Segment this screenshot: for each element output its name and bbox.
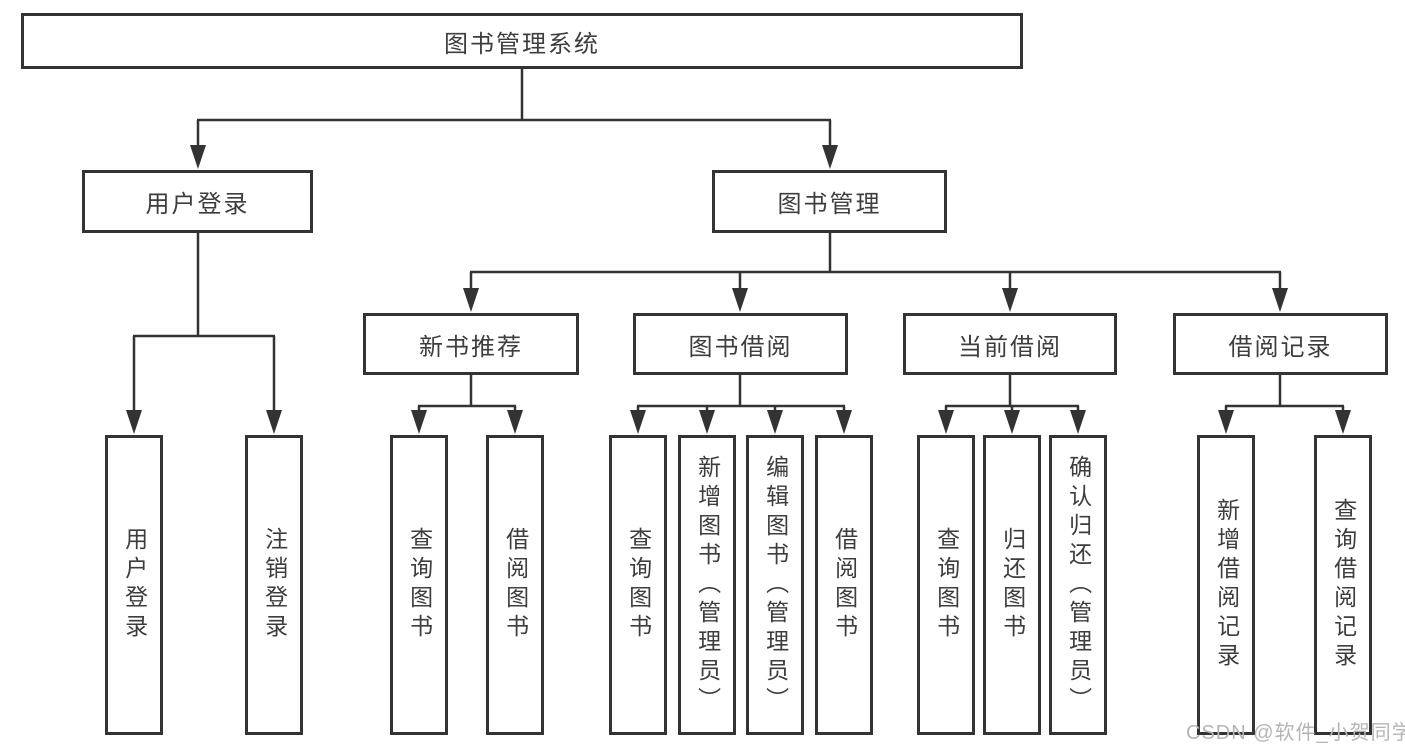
leaf-borrowing-edit: 编辑图书（管理员）: [746, 435, 804, 735]
leaf-records-add-label: 新增借阅记录: [1213, 498, 1240, 672]
connector-book-mgmt-to-level3: [463, 232, 1288, 312]
leaf-newbooks-borrow: 借阅图书: [486, 435, 544, 735]
leaf-current-return: 归还图书: [983, 435, 1041, 735]
node-borrowing-records-label: 借阅记录: [1228, 333, 1333, 361]
node-borrowing-records: 借阅记录: [1173, 313, 1388, 375]
node-book-mgmt: 图书管理: [712, 170, 947, 233]
leaf-current-query: 查询图书: [917, 435, 975, 735]
leaf-borrowing-add: 新增图书（管理员）: [678, 435, 736, 735]
leaf-newbooks-query: 查询图书: [390, 435, 448, 735]
leaf-logout-label: 注销登录: [261, 527, 288, 643]
leaf-records-query: 查询借阅记录: [1314, 435, 1372, 735]
connector-current-to-leaves: [938, 374, 1086, 434]
node-new-books-label: 新书推荐: [419, 333, 523, 361]
leaf-borrowing-borrow-label: 借阅图书: [831, 527, 858, 643]
leaf-newbooks-query-label: 查询图书: [406, 527, 433, 643]
watermark-text: CSDN @软件_小贺同学: [1186, 722, 1405, 744]
leaf-logout: 注销登录: [245, 435, 303, 735]
leaf-current-return-label: 归还图书: [999, 527, 1026, 643]
leaf-borrowing-edit-label: 编辑图书（管理员）: [762, 454, 789, 716]
leaf-current-confirm: 确认归还（管理员）: [1049, 435, 1107, 735]
node-borrowing: 图书借阅: [633, 313, 848, 375]
node-user-login: 用户登录: [82, 170, 313, 233]
leaf-borrowing-borrow: 借阅图书: [815, 435, 873, 735]
node-root: 图书管理系统: [21, 13, 1023, 69]
leaf-records-add: 新增借阅记录: [1197, 435, 1255, 735]
leaf-user-login: 用户登录: [105, 435, 163, 735]
connector-records-to-leaves: [1218, 374, 1351, 434]
node-current-borrowing: 当前借阅: [903, 313, 1117, 375]
node-root-label: 图书管理系统: [444, 30, 600, 58]
connector-root-to-level2: [190, 69, 838, 169]
leaf-newbooks-borrow-label: 借阅图书: [502, 527, 529, 643]
connector-new-books-to-leaves: [411, 374, 523, 434]
node-user-login-label: 用户登录: [145, 191, 250, 218]
connector-user-login-to-leaves: [126, 232, 282, 434]
node-borrowing-label: 图书借阅: [688, 333, 793, 361]
leaf-borrowing-query-label: 查询图书: [625, 527, 652, 643]
connector-borrowing-to-leaves: [630, 374, 852, 434]
node-book-mgmt-label: 图书管理: [777, 191, 882, 218]
leaf-records-query-label: 查询借阅记录: [1330, 498, 1357, 672]
leaf-current-confirm-label: 确认归还（管理员）: [1065, 454, 1092, 716]
leaf-current-query-label: 查询图书: [933, 527, 960, 643]
leaf-borrowing-query: 查询图书: [609, 435, 667, 735]
node-new-books: 新书推荐: [363, 313, 579, 375]
leaf-borrowing-add-label: 新增图书（管理员）: [694, 454, 721, 716]
node-current-borrowing-label: 当前借阅: [958, 333, 1062, 361]
leaf-user-login-label: 用户登录: [121, 527, 148, 643]
